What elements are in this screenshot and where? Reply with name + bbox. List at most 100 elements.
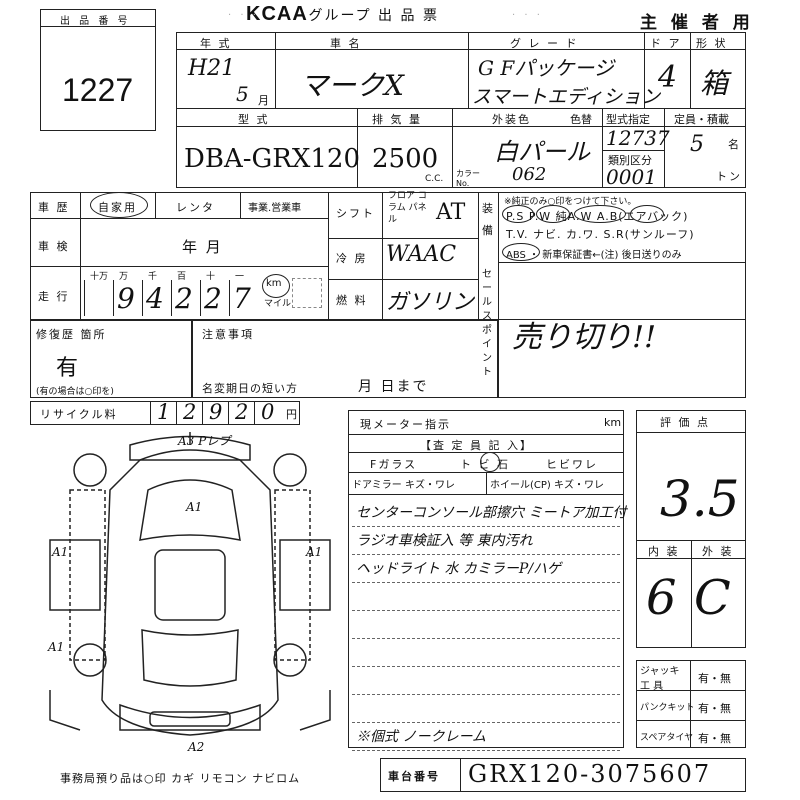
notes-line: [352, 554, 620, 555]
dash-right: · · ·: [512, 10, 543, 21]
mileage-divider: [229, 280, 230, 316]
mileage-unit-0: 十万: [90, 272, 109, 282]
mileage-unit-5: 一: [235, 272, 245, 282]
aw-circle: [574, 205, 626, 223]
business-label: 事業.営業車: [248, 203, 302, 214]
load-unit: トン: [716, 170, 742, 183]
capacity-label: 定員・積載: [674, 113, 729, 126]
equip-line2: T.V. ナビ. カ.ワ. S.R(サンルーフ): [506, 228, 695, 241]
disp-unit: C.C.: [425, 174, 444, 184]
shift-label: シフト: [336, 207, 375, 220]
mark-hood: A1: [186, 500, 203, 514]
notes-line: [352, 582, 620, 583]
year-value: H21: [188, 56, 236, 81]
notes-label: 注意事項: [202, 328, 254, 341]
interior-label: 内 装: [648, 545, 680, 558]
mark-left: A1: [52, 545, 69, 559]
repair-value: 有: [56, 356, 79, 381]
repair-note: (有の場合は○印を): [36, 387, 114, 397]
tools-box: [636, 660, 746, 748]
name-change-label: 名変期日の短い方: [202, 382, 298, 395]
mile-box: [292, 278, 322, 308]
inspection-label: 車 検: [38, 240, 70, 253]
mark-top: A3 Pレプ: [178, 434, 231, 448]
notes-line: [352, 750, 620, 751]
recycle-digit: 9: [209, 400, 223, 424]
recycle-divider: [202, 401, 203, 425]
km-unit: km: [266, 278, 282, 289]
repair-box: [30, 320, 192, 398]
mileage-divider: [113, 280, 114, 316]
recycle-digit: 0: [261, 400, 275, 424]
color-no-label: 色替: [570, 113, 592, 126]
shape-value: 箱: [700, 67, 729, 100]
puncture-yes-no: 有・無: [698, 702, 731, 715]
chassis-value: GRX120-3075607: [468, 760, 712, 788]
ac-label: 冷 房: [336, 252, 368, 265]
lot-label: 出 品 番 号: [60, 16, 131, 27]
recycle-divider: [150, 401, 151, 425]
vehicle-row-2: [176, 108, 746, 188]
inspection-unit: 年 月: [182, 238, 223, 256]
color-code-value: 062: [512, 164, 547, 185]
history-block: [30, 192, 746, 320]
mileage-divider: [171, 280, 172, 316]
jack-label: ジャッキ 工 具: [640, 666, 680, 692]
mileage-digit: 7: [233, 282, 251, 315]
car-damage-diagram: [49, 432, 331, 736]
mark-right: A1: [306, 545, 323, 559]
month-unit: 月: [258, 94, 271, 107]
mark-rear: A2: [188, 740, 205, 754]
inspector-note: ヘッドライト 水 カミラーP/ハゲ: [356, 561, 562, 577]
history-label: 車 歴: [38, 201, 70, 214]
notes-line: [352, 666, 620, 667]
wheel-label: ホイール(CP) キズ・ワレ: [490, 480, 604, 491]
type-value: DBA-GRX120: [184, 144, 360, 174]
inspector-note: センターコンソール部擦穴 ミートア加工付: [356, 505, 627, 521]
name-change-value: 月 日まで: [358, 379, 429, 395]
notes-line: [352, 722, 620, 723]
fuel-value: ガソリン: [386, 290, 475, 315]
mileage-digit: 9: [117, 282, 135, 315]
capacity-unit: 名: [728, 138, 741, 151]
mirror-label: ドアミラー キズ・ワレ: [352, 480, 455, 491]
chassis-box: [380, 758, 746, 792]
tobi-circle: [480, 452, 500, 472]
shift-value: AT: [436, 200, 466, 225]
diagram-legend: 事務局預り品は○印 カギ リモコン ナビロム: [60, 772, 301, 785]
door-value: 4: [658, 60, 678, 95]
equip-note: ※純正のみ○印をつけて下さい。: [504, 197, 637, 207]
mileage-divider: [142, 280, 143, 316]
private-circle: [90, 192, 148, 218]
meter-unit: km: [604, 416, 622, 429]
recycle-divider: [228, 401, 229, 425]
rental-label: レンタ: [176, 201, 215, 214]
ab-circle: [630, 205, 664, 223]
mile-unit: マイル: [264, 299, 292, 309]
type-label: 型 式: [238, 113, 270, 126]
ps-circle: [502, 205, 534, 223]
color-value: 白パール: [494, 138, 590, 166]
repair-label: 修復歴 箇所: [36, 328, 107, 341]
puncture-label: パンクキット: [640, 703, 695, 713]
pw-circle: [536, 205, 570, 223]
sales-label: セールスポイント: [482, 269, 492, 378]
ac-value: WAAC: [386, 242, 457, 267]
shape-label: 形 状: [696, 37, 728, 50]
interior-value: 6: [646, 570, 677, 626]
recycle-unit: 円: [286, 408, 297, 421]
recycle-digit: 2: [183, 400, 197, 424]
door-label: ド ア: [650, 37, 682, 50]
capacity-value: 5: [690, 132, 704, 157]
shift-options: フロア コラム パネル: [388, 191, 427, 225]
notes-line: [352, 526, 620, 527]
notes-box: [192, 320, 498, 398]
copy-for: 主 催 者 用: [640, 13, 754, 33]
mileage-unit-2: 千: [148, 272, 158, 282]
glass-label: Fガラス: [370, 458, 418, 471]
mileage-unit-3: 百: [177, 272, 187, 282]
mileage-divider: [200, 280, 201, 316]
grade-line1: G Fパッケージ: [478, 56, 614, 80]
score-label: 評 価 点: [660, 416, 710, 429]
notes-line: [352, 694, 620, 695]
